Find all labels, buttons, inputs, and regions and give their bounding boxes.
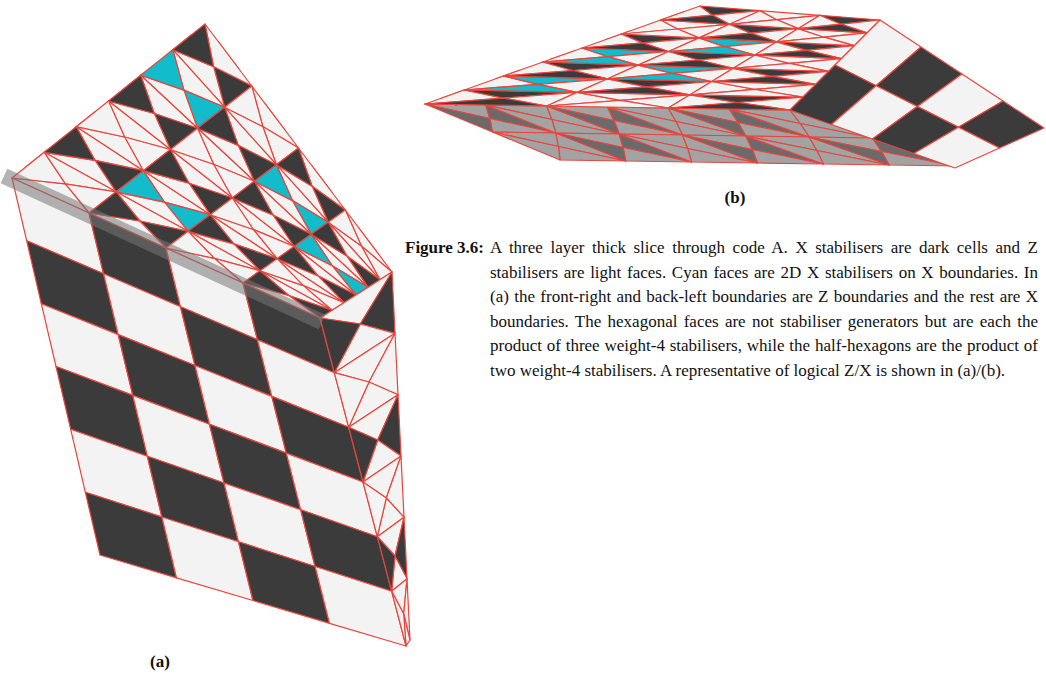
face-triangle: [425, 98, 547, 106]
face-triangle: [730, 20, 799, 29]
face-triangle: [360, 272, 395, 333]
face-triangle: [729, 109, 809, 137]
face-triangle: [621, 29, 699, 38]
face-triangle: [777, 37, 855, 46]
face-triangle: [668, 103, 790, 111]
stabiliser-cell: [914, 127, 1000, 168]
face-triangle: [349, 427, 378, 482]
face-triangle: [556, 133, 626, 161]
face-triangle: [543, 57, 638, 65]
face-triangle: [363, 482, 386, 537]
subfigure-label: (a): [150, 652, 170, 672]
face-triangle: [504, 71, 608, 79]
face-triangle: [712, 76, 816, 84]
face-triangle: [733, 63, 828, 71]
face-triangle: [582, 43, 669, 52]
subfigure-label: (b): [725, 188, 746, 208]
face-triangle: [556, 133, 626, 161]
face-triangle: [486, 105, 556, 133]
face-triangle: [547, 106, 620, 134]
face-triangle: [425, 104, 493, 132]
face-triangle: [798, 24, 867, 33]
face-triangle: [486, 105, 556, 133]
face-triangle: [755, 50, 841, 58]
face-triangle: [608, 107, 683, 135]
face-triangle: [392, 591, 406, 646]
face-triangle: [377, 537, 395, 592]
face-triangle: [669, 47, 755, 55]
face-triangle: [699, 33, 777, 42]
logical-operator-bar: [4, 176, 322, 322]
face-triangle: [619, 134, 692, 162]
face-triangle: [44, 127, 95, 161]
face-triangle: [668, 108, 746, 136]
face-triangle: [746, 136, 824, 164]
face-triangle: [577, 87, 690, 95]
face-triangle: [619, 134, 692, 162]
face-triangle: [493, 132, 561, 160]
face-triangle: [464, 84, 577, 92]
figure-caption: A three layer thick slice through code A…: [490, 236, 1038, 383]
face-triangle: [608, 73, 712, 81]
face-triangle: [683, 135, 758, 163]
face-triangle: [547, 100, 669, 108]
face-triangle: [547, 106, 620, 134]
face-triangle: [661, 15, 730, 24]
figure-number: Figure 3.6:: [405, 236, 484, 261]
face-triangle: [638, 60, 733, 68]
face-triangle: [690, 89, 803, 97]
face-triangle: [683, 135, 758, 163]
